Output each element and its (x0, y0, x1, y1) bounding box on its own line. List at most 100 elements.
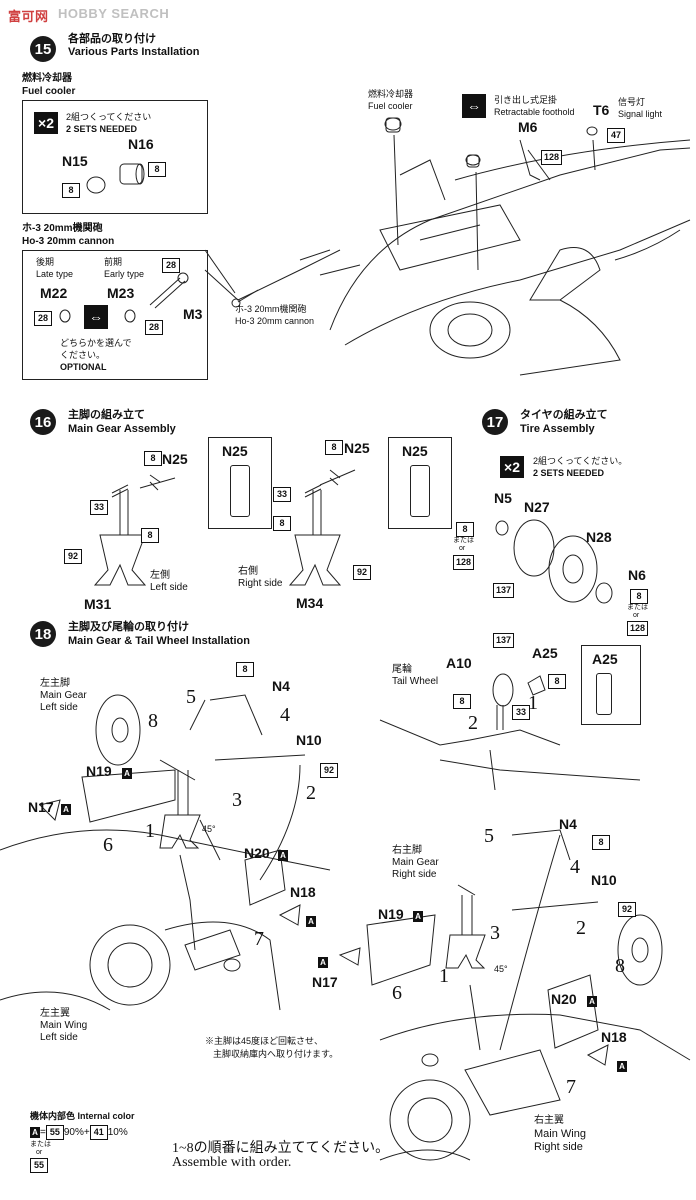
color-28-m23: 28 (145, 320, 163, 335)
order-3-right: 3 (490, 922, 500, 944)
color-a-n19-left: A (122, 765, 132, 783)
color-8-n4-left: 8 (236, 662, 254, 677)
color-a-n18-left: A (306, 913, 316, 931)
part-n5: N5 (494, 490, 512, 506)
n25-detail-box-right (388, 437, 452, 529)
cannon-callout-jp: ホ-3 20mm機関砲 (235, 304, 307, 314)
color-28-m3: 28 (162, 258, 180, 273)
order-8-right: 8 (615, 955, 625, 977)
internal-or-en: or (36, 1149, 43, 1156)
part-n19-left: N19 (86, 763, 112, 779)
watermark-logo: 富可网 (8, 9, 49, 24)
color-92-right: 92 (353, 565, 371, 580)
step-18-title-en: Main Gear & Tail Wheel Installation (68, 635, 250, 647)
part-a10: A10 (446, 655, 472, 671)
step-17-badge: 17 (482, 409, 508, 435)
part-n10-right: N10 (591, 872, 617, 888)
aircraft-fuselage-step15 (299, 139, 691, 376)
rotation-note-jp-1: ※主脚は45度ほど回転させ、 (205, 1036, 324, 1046)
assembly-order-en: Assemble with order. (172, 1155, 292, 1170)
part-m31: M31 (84, 596, 112, 612)
optional-jp-1: どちらかを選んで (60, 338, 132, 348)
color-a-n17-right: A (318, 954, 328, 972)
color-a-n20-right: A (587, 993, 597, 1011)
part-n17-right: N17 (312, 974, 338, 990)
order-8-left: 8 (148, 710, 158, 732)
part-n25-detail-right: N25 (402, 443, 428, 459)
fuel-cooler-label-jp: 燃料冷却器 (22, 73, 72, 84)
left-side-jp: 左側 (150, 570, 170, 581)
color-a-n18-right: A (617, 1058, 627, 1076)
part-n25-right: N25 (344, 440, 370, 456)
part-n25-detail-left: N25 (222, 443, 248, 459)
internal-or-jp: または (30, 1141, 51, 1148)
order-3-left: 3 (232, 789, 242, 811)
signal-light-en: Signal light (618, 109, 663, 119)
part-n17-left: N17 (28, 799, 54, 815)
part-n10-left: N10 (296, 732, 322, 748)
order-2-tail: 2 (468, 712, 478, 734)
foothold-en: Retractable foothold (494, 107, 575, 117)
step-18-badge: 18 (30, 621, 56, 647)
right-side-en: Right side (238, 578, 283, 589)
part-n20-right: N20 (551, 991, 577, 1007)
part-n18-left: N18 (290, 884, 316, 900)
tire-assembly-art (495, 519, 613, 604)
color-8-n6: 8 (630, 589, 648, 604)
color-33-tail: 33 (512, 705, 530, 720)
part-n4-right: N4 (559, 816, 577, 832)
right-main-wing-en1: Main Wing (534, 1128, 586, 1140)
fuel-cooler-label-en: Fuel cooler (22, 86, 76, 97)
watermark-brand: HOBBY SEARCH (58, 6, 170, 21)
color-55-alt: 55 (30, 1158, 48, 1173)
left-gear-strut (93, 474, 176, 586)
order-7-left: 7 (254, 928, 264, 950)
step-17-title-jp: タイヤの組み立て (520, 409, 608, 421)
color-8-left-n25: 8 (144, 451, 162, 466)
part-n19-right: N19 (378, 906, 404, 922)
right-wing-art (338, 829, 691, 1161)
angle-45-left: 45° (202, 824, 216, 834)
color-8-n15: 8 (62, 183, 80, 198)
color-8-right-n25: 8 (325, 440, 343, 455)
or-en-n5: or (459, 545, 466, 552)
color-28-m22: 28 (34, 311, 52, 326)
rotation-note-jp-2: 主脚収納庫内へ取り付けます。 (213, 1049, 339, 1059)
left-main-wing-en2: Left side (40, 1032, 78, 1043)
n25-bracket-left (230, 465, 250, 517)
left-main-wing-en1: Main Wing (40, 1020, 88, 1031)
fuel-cooler-callout-jp: 燃料冷却器 (368, 89, 414, 99)
color-8-a25: 8 (548, 674, 566, 689)
part-n27: N27 (524, 499, 550, 515)
right-main-gear-en2: Right side (392, 869, 437, 880)
step-16-title-en: Main Gear Assembly (68, 423, 176, 435)
cannon-box (22, 250, 208, 380)
part-a25-detail: A25 (592, 651, 618, 667)
order-4-left: 4 (280, 704, 290, 726)
color-92-n10-left: 92 (320, 763, 338, 778)
a25-bracket (596, 673, 612, 715)
late-type-jp: 後期 (36, 257, 55, 267)
step17-sets-en: 2 SETS NEEDED (533, 468, 605, 478)
left-side-en: Left side (150, 582, 188, 593)
order-6-left: 6 (103, 834, 113, 856)
right-main-gear-en1: Main Gear (392, 857, 439, 868)
part-n16: N16 (128, 136, 154, 152)
n25-bracket-right (410, 465, 430, 517)
color-8-left-strut: 8 (141, 528, 159, 543)
tail-wheel-en: Tail Wheel (392, 676, 439, 687)
fuel-cooler-box (22, 100, 208, 214)
part-m34: M34 (296, 595, 324, 611)
part-a25: A25 (532, 645, 558, 661)
a25-detail-box (581, 645, 641, 725)
or-en-n6: or (633, 612, 640, 619)
color-92-left: 92 (64, 549, 82, 564)
color-41: 41 (89, 1125, 108, 1140)
cannon-callout-en: Ho-3 20mm cannon (235, 316, 315, 326)
fuel-cooler-parts (86, 117, 481, 194)
tail-wheel-jp: 尾輪 (392, 664, 412, 675)
order-7-right: 7 (566, 1076, 576, 1098)
part-m3: M3 (183, 306, 203, 322)
part-n25-left: N25 (162, 451, 188, 467)
order-5-right: 5 (484, 825, 494, 847)
